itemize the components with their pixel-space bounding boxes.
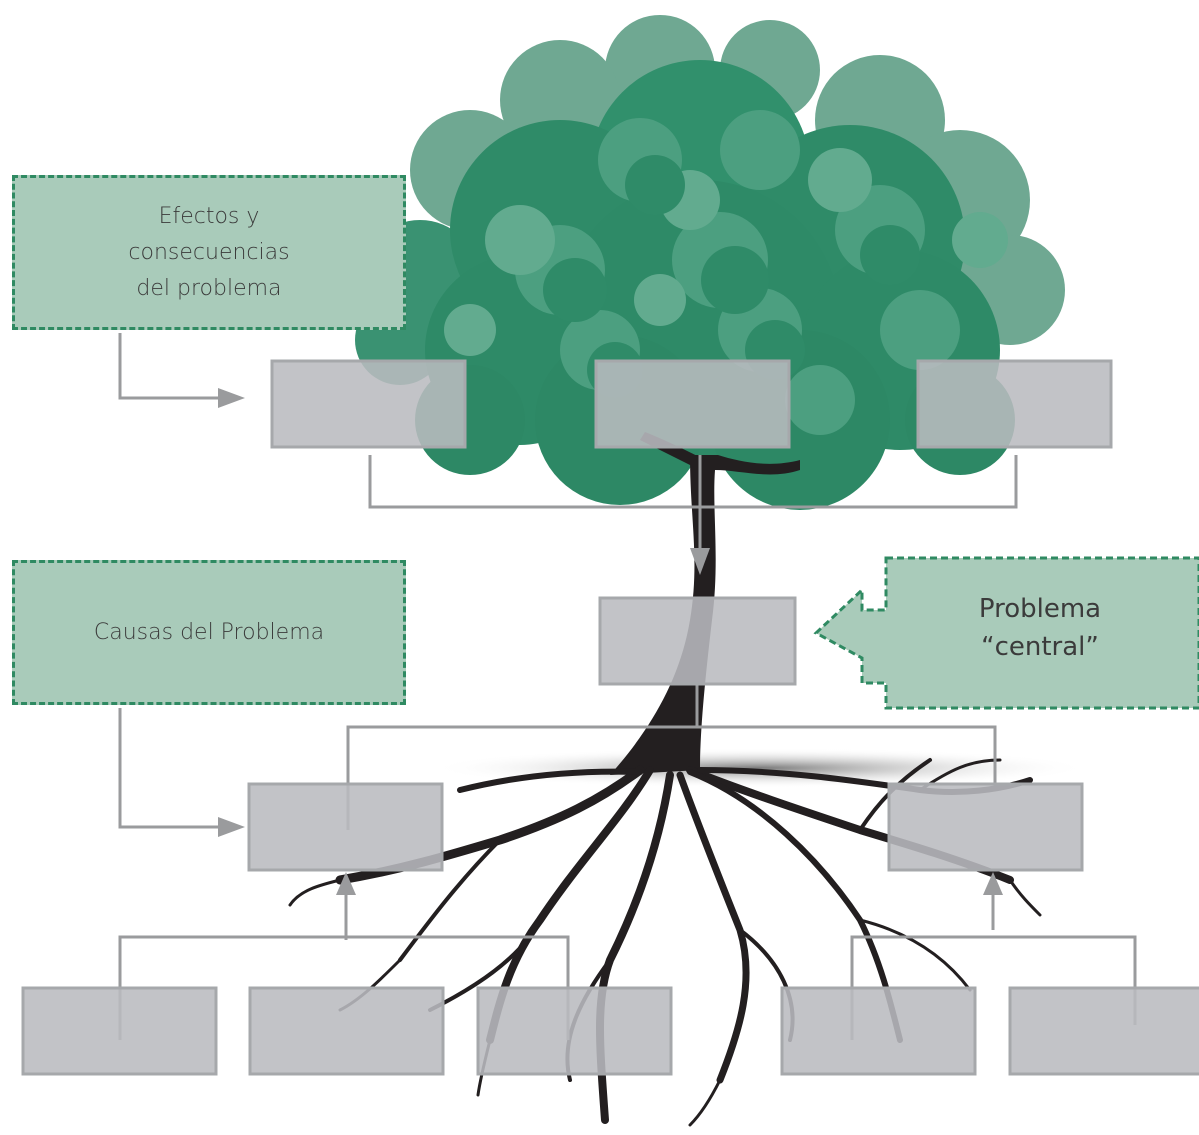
arrow-icon bbox=[218, 388, 245, 408]
arrow-icon bbox=[336, 872, 356, 895]
effects-label-box: Efectos y consecuencias del problema bbox=[12, 175, 406, 330]
causes-label-box: Causas del Problema bbox=[12, 560, 406, 705]
causes-label-connector bbox=[118, 708, 230, 829]
arrow-icon bbox=[983, 872, 1003, 895]
arrow-icon bbox=[690, 548, 710, 575]
arrowheads bbox=[218, 388, 1003, 895]
subcause-slot-2 bbox=[248, 986, 445, 1076]
central-problem-label-text: Problema “central” bbox=[978, 594, 1102, 662]
effect-slot-2 bbox=[594, 359, 791, 449]
subcause-slot-5 bbox=[1008, 986, 1199, 1076]
arrow-icon bbox=[218, 817, 245, 837]
central-problem-callout bbox=[813, 556, 1199, 710]
subcause-slot-1 bbox=[21, 986, 218, 1076]
diagram-slots bbox=[21, 359, 1199, 1076]
ground-shadow bbox=[430, 748, 1090, 788]
cause-slot-1 bbox=[247, 782, 444, 872]
cause-slot-2 bbox=[887, 782, 1084, 872]
causes-label-text: Causas del Problema bbox=[93, 620, 325, 645]
effects-bracket-connector bbox=[368, 455, 1018, 509]
subcause-slot-3 bbox=[476, 986, 673, 1076]
effect-slot-1 bbox=[270, 359, 467, 449]
effects-label-text: Efectos y consecuencias del problema bbox=[128, 203, 290, 301]
causes-bracket-connector bbox=[346, 725, 997, 830]
subcause-slot-4 bbox=[780, 986, 977, 1076]
effect-slot-3 bbox=[916, 359, 1113, 449]
central-problem-slot bbox=[598, 596, 797, 686]
effects-label-connector bbox=[118, 333, 230, 400]
